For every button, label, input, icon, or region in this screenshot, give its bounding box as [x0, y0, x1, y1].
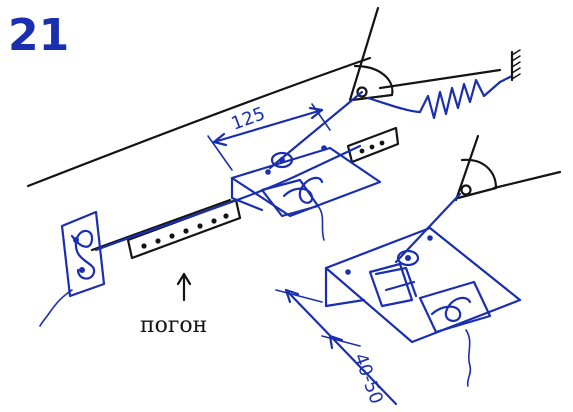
- upper-mast: [348, 6, 394, 102]
- figure-number: 21: [8, 10, 69, 61]
- dimension-125: 125: [207, 103, 331, 171]
- pogon-callout: погон: [140, 272, 207, 338]
- upper-clamp-block: [230, 145, 382, 241]
- main-line: [94, 90, 364, 252]
- lower-mast: [454, 134, 562, 202]
- dimension-40-50-label: 40-50: [349, 351, 387, 407]
- upper-plank: [26, 56, 502, 252]
- pogon-label: погон: [140, 313, 207, 338]
- lower-clamp-assembly: [324, 192, 522, 387]
- wall-anchor-icon: [510, 49, 521, 82]
- dimension-40-50: 40-50: [275, 288, 398, 407]
- left-cleat: [39, 210, 106, 327]
- spring: [366, 74, 514, 120]
